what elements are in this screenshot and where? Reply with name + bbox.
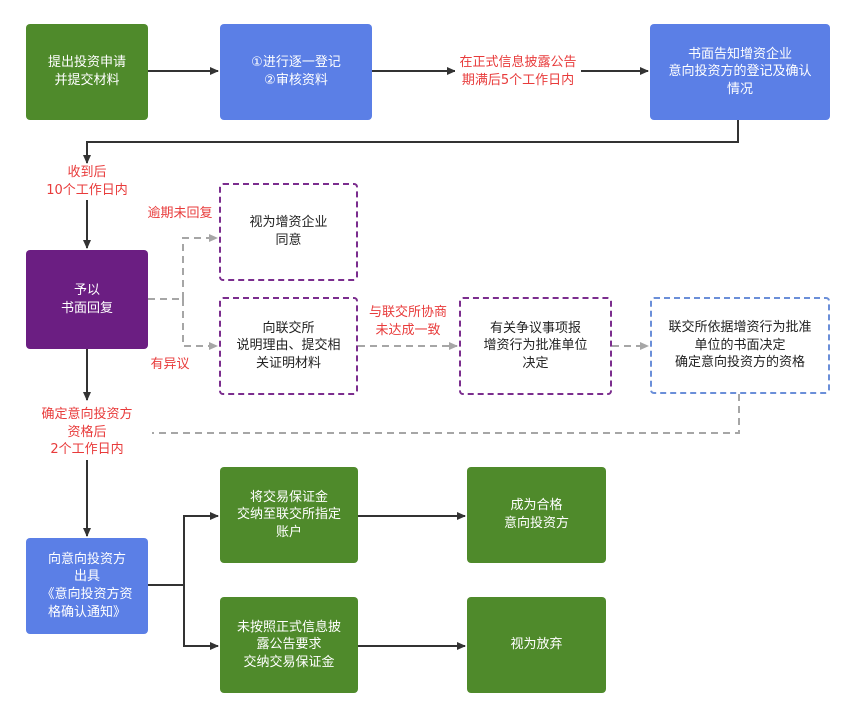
arrow-issue-branch (148, 512, 219, 586)
node-issue: 向意向投资方 出具 《意向投资方资 格确认通知》 (26, 538, 148, 634)
node-dispute: 有关争议事项报 增资行为批准单位 决定 (459, 297, 612, 395)
arrow-notify-down (83, 120, 739, 164)
node-reply: 予以 书面回复 (26, 250, 148, 349)
arrow-issue-branch-2 (183, 585, 219, 650)
label-period: 在正式信息披露公告 期满后5个工作日内 (455, 54, 581, 90)
node-deposit: 将交易保证金 交纳至联交所指定 账户 (220, 467, 358, 563)
node-abandon: 视为放弃 (467, 597, 606, 693)
node-agree: 视为增资企业 同意 (219, 183, 358, 281)
label-overdue: 逾期未回复 (147, 206, 213, 221)
node-decide: 联交所依据增资行为批准 单位的书面决定 确定意向投资方的资格 (650, 297, 830, 394)
node-submit: 提出投资申请 并提交材料 (26, 24, 148, 120)
node-explain: 向联交所 说明理由、提交相 关证明材料 (219, 297, 358, 395)
node-register: ①进行逐一登记 ②审核资料 (220, 24, 372, 120)
label-after-receipt: 收到后 10个工作日内 (30, 164, 144, 200)
label-objection: 有异议 (150, 357, 190, 372)
dashed-decide-back (142, 394, 740, 437)
dashed-to-explain (182, 299, 218, 350)
node-qualified: 成为合格 意向投资方 (467, 467, 606, 563)
label-after-confirm: 确定意向投资方 资格后 2个工作日内 (22, 406, 152, 459)
label-negotiate: 与联交所协商 未达成一致 (368, 305, 447, 338)
node-not-paid: 未按照正式信息披 露公告要求 交纳交易保证金 (220, 597, 358, 693)
node-notify: 书面告知增资企业 意向投资方的登记及确认 情况 (650, 24, 830, 120)
dashed-to-agree (182, 234, 218, 299)
